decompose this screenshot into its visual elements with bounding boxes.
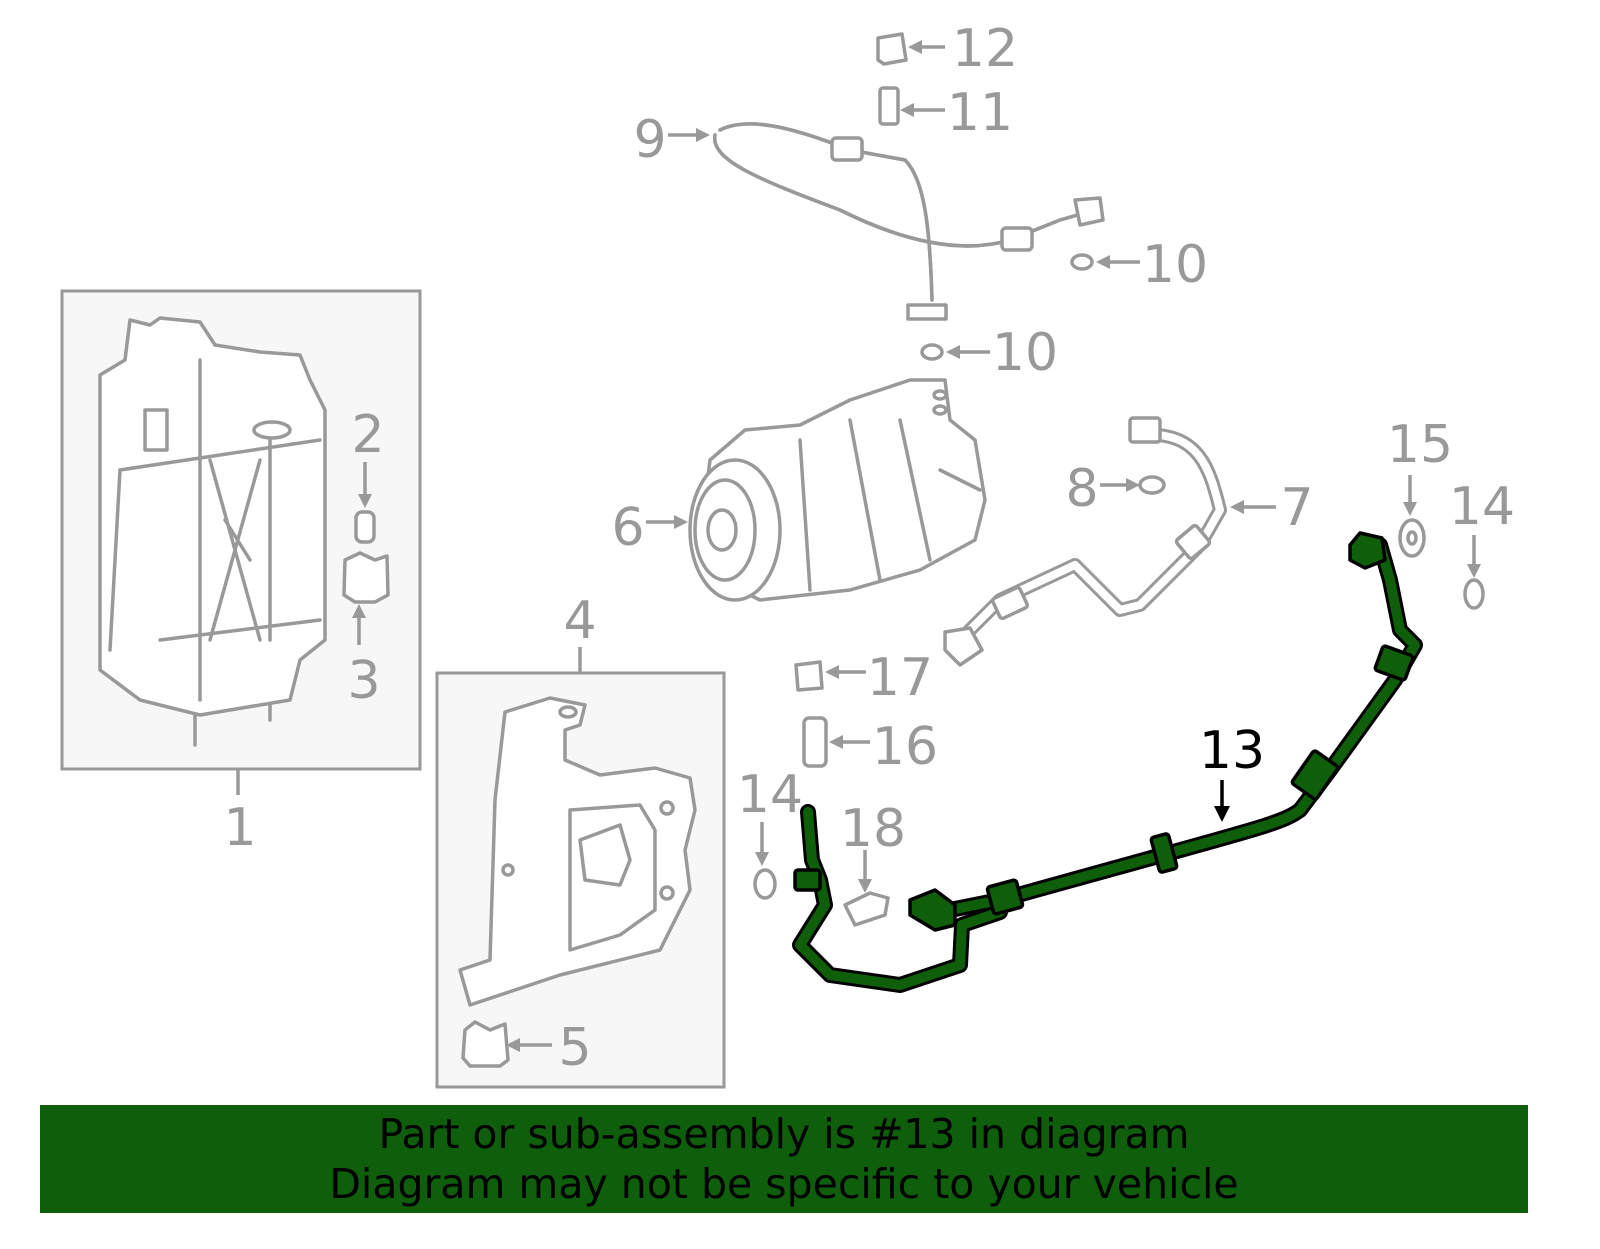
part-2 — [354, 510, 376, 544]
part-6-compressor — [688, 378, 987, 602]
callout-9: 9 — [633, 110, 666, 170]
part-10-oring-2 — [920, 343, 944, 361]
part-5-clip — [461, 1020, 510, 1068]
callout-13: 13 — [1199, 721, 1265, 781]
callout-2: 2 — [351, 405, 384, 465]
part-3-clip — [342, 551, 390, 604]
part-7-ac-line — [943, 416, 1227, 667]
callout-16: 16 — [872, 717, 938, 777]
callout-15: 15 — [1387, 415, 1453, 475]
part-9-ac-line — [713, 122, 1105, 321]
callout-8: 8 — [1065, 459, 1098, 519]
part-12-cap — [876, 32, 908, 66]
callout-5: 5 — [558, 1018, 591, 1078]
callout-6: 6 — [611, 498, 644, 558]
part-14-washer-2 — [753, 868, 777, 900]
part-15-washer — [1398, 518, 1426, 558]
callout-1: 1 — [223, 798, 256, 858]
banner-line-1: Part or sub-assembly is #13 in diagram — [378, 1110, 1190, 1158]
banner-line-2: Diagram may not be specific to your vehi… — [329, 1160, 1239, 1208]
part-10-oring — [1070, 253, 1094, 271]
part-18-clip — [843, 891, 890, 927]
part-13-ac-line-highlighted — [792, 531, 1423, 993]
part-4-bracket — [458, 696, 697, 1007]
callout-10: 10 — [1142, 235, 1208, 295]
callout-17: 17 — [867, 648, 933, 708]
callout-3: 3 — [347, 651, 380, 711]
part-1-accumulator — [98, 316, 327, 747]
callout-14: 14 — [1449, 477, 1515, 537]
callout-11: 11 — [947, 83, 1013, 143]
info-banner: Part or sub-assembly is #13 in diagram D… — [40, 1105, 1528, 1213]
part-11-switch — [878, 86, 900, 126]
part-14-washer — [1463, 578, 1485, 610]
part-16-sensor — [802, 716, 828, 768]
part-17-cap — [794, 660, 824, 692]
callout-14-b: 14 — [737, 765, 803, 825]
callout-10-b: 10 — [992, 323, 1058, 383]
callout-4: 4 — [563, 591, 596, 651]
callout-18: 18 — [840, 799, 906, 859]
callout-12: 12 — [952, 19, 1018, 79]
part-8-oring — [1138, 475, 1166, 495]
callout-7: 7 — [1280, 478, 1313, 538]
